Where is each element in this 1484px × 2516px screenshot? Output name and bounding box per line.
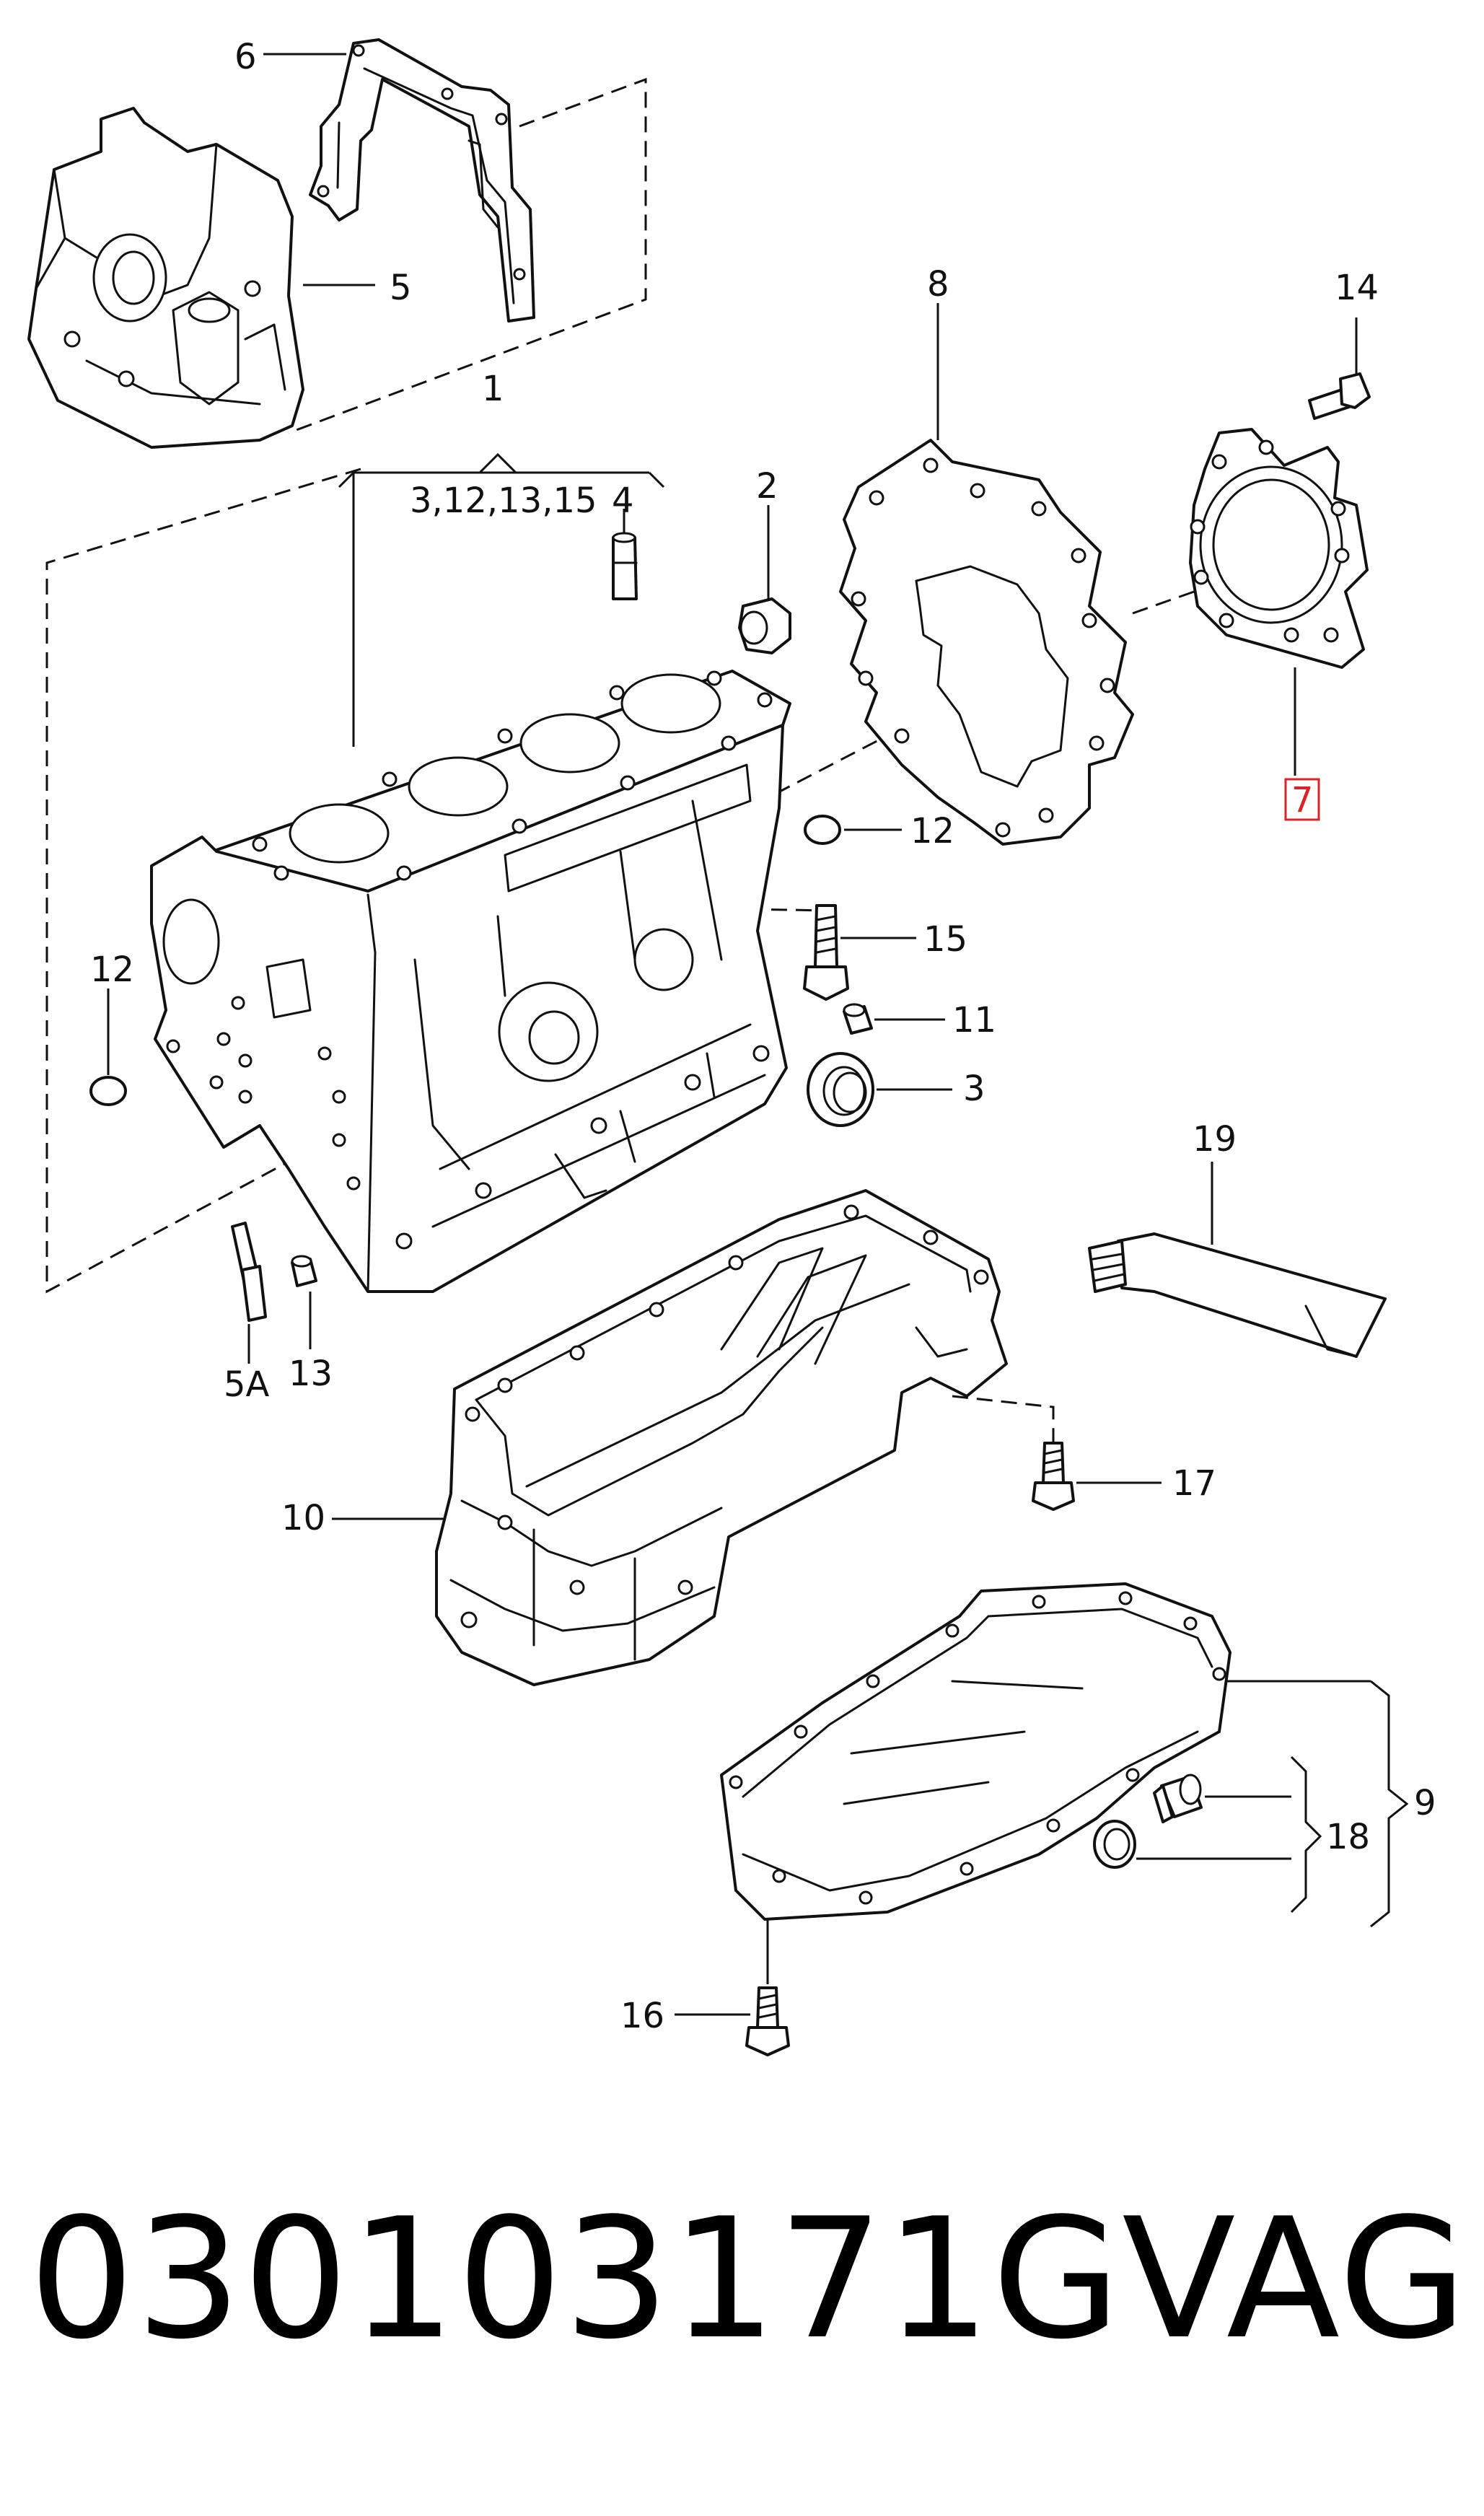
brand-name: VAG <box>1122 2183 1469 2376</box>
rear-seal-flange <box>1189 428 1369 669</box>
callout-10: 10 <box>281 1498 325 1538</box>
bolt-17 <box>1032 1442 1075 1511</box>
dashed-leader-pan-bolt <box>952 1395 1055 1443</box>
callout-7[interactable]: 7 <box>1291 780 1314 820</box>
callout-6: 6 <box>234 37 257 77</box>
cylinder-block <box>150 670 791 1293</box>
callout-3: 3 <box>963 1069 985 1109</box>
callout-11: 11 <box>952 1000 996 1040</box>
bracket-1 <box>338 452 665 747</box>
callout-18: 18 <box>1326 1817 1370 1857</box>
callout-16: 16 <box>620 1996 664 2036</box>
bracket-18 <box>1290 1755 1322 1914</box>
callout-1-sub: 3,12,13,15 <box>410 481 597 521</box>
front-gasket <box>309 38 535 323</box>
drain-plug <box>1153 1774 1203 1823</box>
sealant-tube <box>1088 1232 1387 1358</box>
highlight-box-7 <box>1284 778 1320 821</box>
bolt-14 <box>1308 372 1371 420</box>
bracket-9 <box>1370 1680 1409 1928</box>
part-number-caption: 030103171G VAG <box>29 2183 1469 2376</box>
callout-14: 14 <box>1335 268 1379 308</box>
part-number: 030103171G <box>29 2183 1123 2376</box>
sleeve-11 <box>843 1003 873 1035</box>
callout-17: 17 <box>1172 1463 1216 1504</box>
lower-oil-pan <box>720 1582 1231 1921</box>
sealing-plug <box>738 597 791 654</box>
seal-ring-3 <box>807 1052 874 1127</box>
callout-8: 8 <box>927 264 949 304</box>
rear-plate <box>839 439 1134 846</box>
callout-5: 5 <box>390 268 412 308</box>
callout-4: 4 <box>612 481 634 521</box>
dashed-reference-frame-left <box>45 468 361 1294</box>
upper-oil-pan <box>435 1189 1008 1686</box>
callout-5a: 5A <box>224 1364 270 1405</box>
dashed-leader-seal-flange <box>1132 590 1195 615</box>
dowel-13 <box>291 1255 317 1287</box>
alignment-pin-top <box>612 532 638 600</box>
callout-9: 9 <box>1414 1783 1436 1823</box>
callout-1: 1 <box>482 369 504 409</box>
core-plug-top <box>804 815 841 845</box>
dashed-reference-frame-upper <box>288 77 647 434</box>
bolt-15 <box>803 904 849 1001</box>
callout-15: 15 <box>923 919 967 960</box>
bolt-16 <box>745 1986 790 2056</box>
front-housing <box>27 107 304 449</box>
callout-12-top: 12 <box>910 811 954 851</box>
callout-12-left: 12 <box>90 950 134 990</box>
pin-5a <box>231 1222 267 1322</box>
callout-13: 13 <box>289 1354 333 1394</box>
callout-19: 19 <box>1193 1119 1237 1160</box>
callout-2: 2 <box>756 466 778 507</box>
core-plug-left <box>89 1076 127 1106</box>
drain-washer <box>1093 1820 1136 1869</box>
